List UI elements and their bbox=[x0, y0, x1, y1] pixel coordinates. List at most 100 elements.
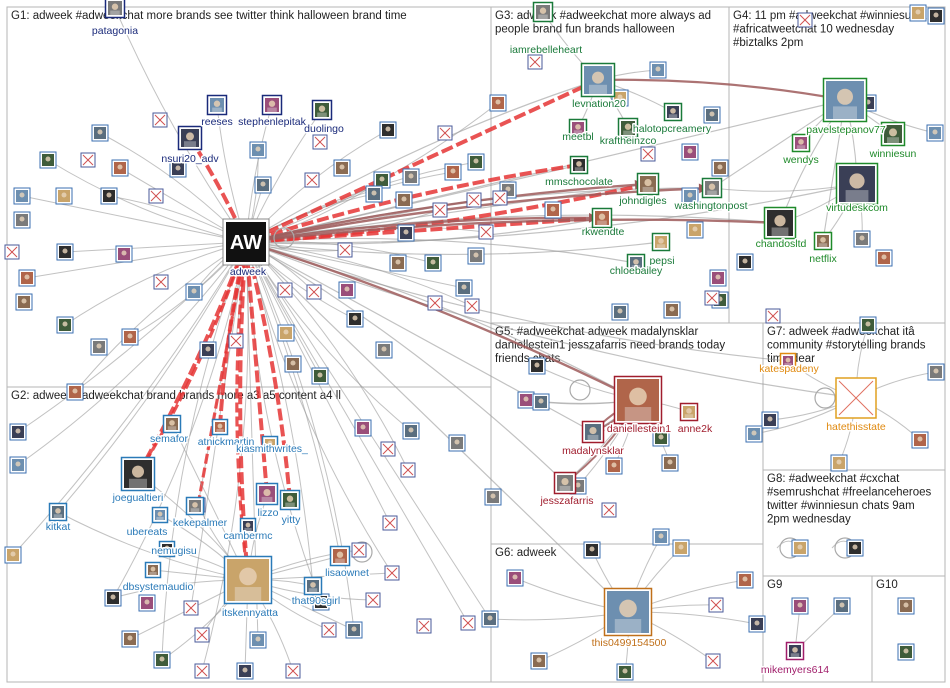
broken-image-icon[interactable] bbox=[149, 189, 163, 203]
avatar[interactable] bbox=[355, 420, 371, 436]
avatar[interactable] bbox=[531, 653, 547, 669]
broken-image-icon[interactable] bbox=[766, 309, 780, 323]
broken-image-icon[interactable] bbox=[305, 173, 319, 187]
avatar[interactable] bbox=[612, 304, 628, 320]
avatar[interactable] bbox=[366, 186, 382, 202]
node-this0499154500[interactable] bbox=[605, 589, 652, 636]
avatar[interactable] bbox=[186, 284, 202, 300]
avatar[interactable] bbox=[847, 540, 863, 556]
node-rkwendte[interactable] bbox=[593, 209, 612, 228]
node-washingtonpost[interactable] bbox=[703, 179, 722, 198]
avatar[interactable] bbox=[507, 570, 523, 586]
broken-image-icon[interactable] bbox=[467, 193, 481, 207]
node-mikemyers614[interactable] bbox=[787, 643, 804, 660]
avatar[interactable] bbox=[200, 342, 216, 358]
avatar[interactable] bbox=[682, 144, 698, 160]
node-mmschocolate[interactable] bbox=[571, 157, 588, 174]
broken-image-icon[interactable] bbox=[338, 243, 352, 257]
broken-image-icon[interactable] bbox=[461, 616, 475, 630]
node-kekepalmer[interactable] bbox=[187, 498, 204, 515]
avatar[interactable] bbox=[5, 547, 21, 563]
avatar[interactable] bbox=[139, 595, 155, 611]
avatar[interactable] bbox=[792, 540, 808, 556]
node-daniellestein1[interactable] bbox=[615, 377, 662, 424]
node-pepsi[interactable] bbox=[653, 234, 670, 251]
avatar[interactable] bbox=[737, 572, 753, 588]
avatar[interactable] bbox=[854, 231, 870, 247]
avatar[interactable] bbox=[57, 244, 73, 260]
avatar[interactable] bbox=[312, 368, 328, 384]
avatar[interactable] bbox=[334, 160, 350, 176]
avatar[interactable] bbox=[122, 329, 138, 345]
broken-image-icon[interactable] bbox=[383, 516, 397, 530]
avatar[interactable] bbox=[445, 164, 461, 180]
node-kitkat[interactable] bbox=[50, 504, 67, 521]
avatar[interactable] bbox=[831, 455, 847, 471]
avatar[interactable] bbox=[105, 590, 121, 606]
avatar[interactable] bbox=[122, 631, 138, 647]
broken-image-icon[interactable] bbox=[5, 245, 19, 259]
node-netflix[interactable] bbox=[815, 233, 832, 250]
avatar[interactable] bbox=[910, 5, 926, 21]
avatar[interactable] bbox=[403, 423, 419, 439]
node-lizzo[interactable] bbox=[257, 484, 278, 505]
node-duolingo[interactable] bbox=[313, 101, 332, 120]
broken-image-icon[interactable] bbox=[278, 283, 292, 297]
avatar[interactable] bbox=[403, 169, 419, 185]
broken-image-icon[interactable] bbox=[154, 275, 168, 289]
node-iamrebelleheart[interactable] bbox=[534, 3, 553, 22]
avatar[interactable] bbox=[490, 95, 506, 111]
avatar[interactable] bbox=[116, 246, 132, 262]
avatar[interactable] bbox=[746, 426, 762, 442]
avatar[interactable] bbox=[928, 8, 944, 24]
avatar[interactable] bbox=[485, 489, 501, 505]
avatar[interactable] bbox=[898, 598, 914, 614]
broken-image-icon[interactable] bbox=[313, 135, 327, 149]
avatar[interactable] bbox=[250, 142, 266, 158]
broken-image-icon[interactable] bbox=[352, 543, 366, 557]
broken-image-icon[interactable] bbox=[602, 503, 616, 517]
avatar[interactable] bbox=[19, 270, 35, 286]
node-anne2k[interactable] bbox=[681, 404, 698, 421]
avatar[interactable] bbox=[860, 317, 876, 333]
avatar[interactable] bbox=[468, 248, 484, 264]
avatar[interactable] bbox=[14, 212, 30, 228]
node-jesszafarris[interactable] bbox=[555, 473, 576, 494]
avatar[interactable] bbox=[346, 622, 362, 638]
node-adweek[interactable]: AW bbox=[223, 219, 269, 265]
broken-image-icon[interactable] bbox=[798, 13, 812, 27]
avatar[interactable] bbox=[762, 412, 778, 428]
avatar[interactable] bbox=[617, 664, 633, 680]
avatar[interactable] bbox=[237, 663, 253, 679]
node-johndigles[interactable] bbox=[638, 174, 659, 195]
avatar[interactable] bbox=[876, 250, 892, 266]
broken-image-icon[interactable] bbox=[709, 598, 723, 612]
avatar[interactable] bbox=[380, 122, 396, 138]
broken-image-icon[interactable] bbox=[322, 623, 336, 637]
avatar[interactable] bbox=[653, 529, 669, 545]
avatar[interactable] bbox=[533, 394, 549, 410]
avatar[interactable] bbox=[468, 154, 484, 170]
broken-image-icon[interactable] bbox=[706, 654, 720, 668]
node-madalynsklar[interactable] bbox=[583, 422, 604, 443]
avatar[interactable] bbox=[687, 222, 703, 238]
node-joegualtieri[interactable] bbox=[122, 458, 155, 491]
avatar[interactable] bbox=[398, 225, 414, 241]
avatar[interactable] bbox=[16, 294, 32, 310]
avatar[interactable] bbox=[154, 652, 170, 668]
avatar[interactable] bbox=[57, 317, 73, 333]
broken-image-icon[interactable] bbox=[479, 225, 493, 239]
broken-image-icon[interactable] bbox=[366, 593, 380, 607]
avatar[interactable] bbox=[834, 598, 850, 614]
broken-image-icon[interactable] bbox=[401, 463, 415, 477]
node-pavelstepanov77[interactable] bbox=[824, 79, 867, 122]
node-reeses[interactable] bbox=[208, 96, 227, 115]
avatar[interactable] bbox=[529, 358, 545, 374]
node-wendys[interactable] bbox=[793, 135, 810, 152]
avatar[interactable] bbox=[67, 384, 83, 400]
node-virtudeskcom[interactable] bbox=[837, 164, 878, 205]
avatar[interactable] bbox=[456, 280, 472, 296]
avatar[interactable] bbox=[91, 339, 107, 355]
broken-image-icon[interactable] bbox=[307, 285, 321, 299]
node-levnation20[interactable] bbox=[582, 64, 615, 97]
